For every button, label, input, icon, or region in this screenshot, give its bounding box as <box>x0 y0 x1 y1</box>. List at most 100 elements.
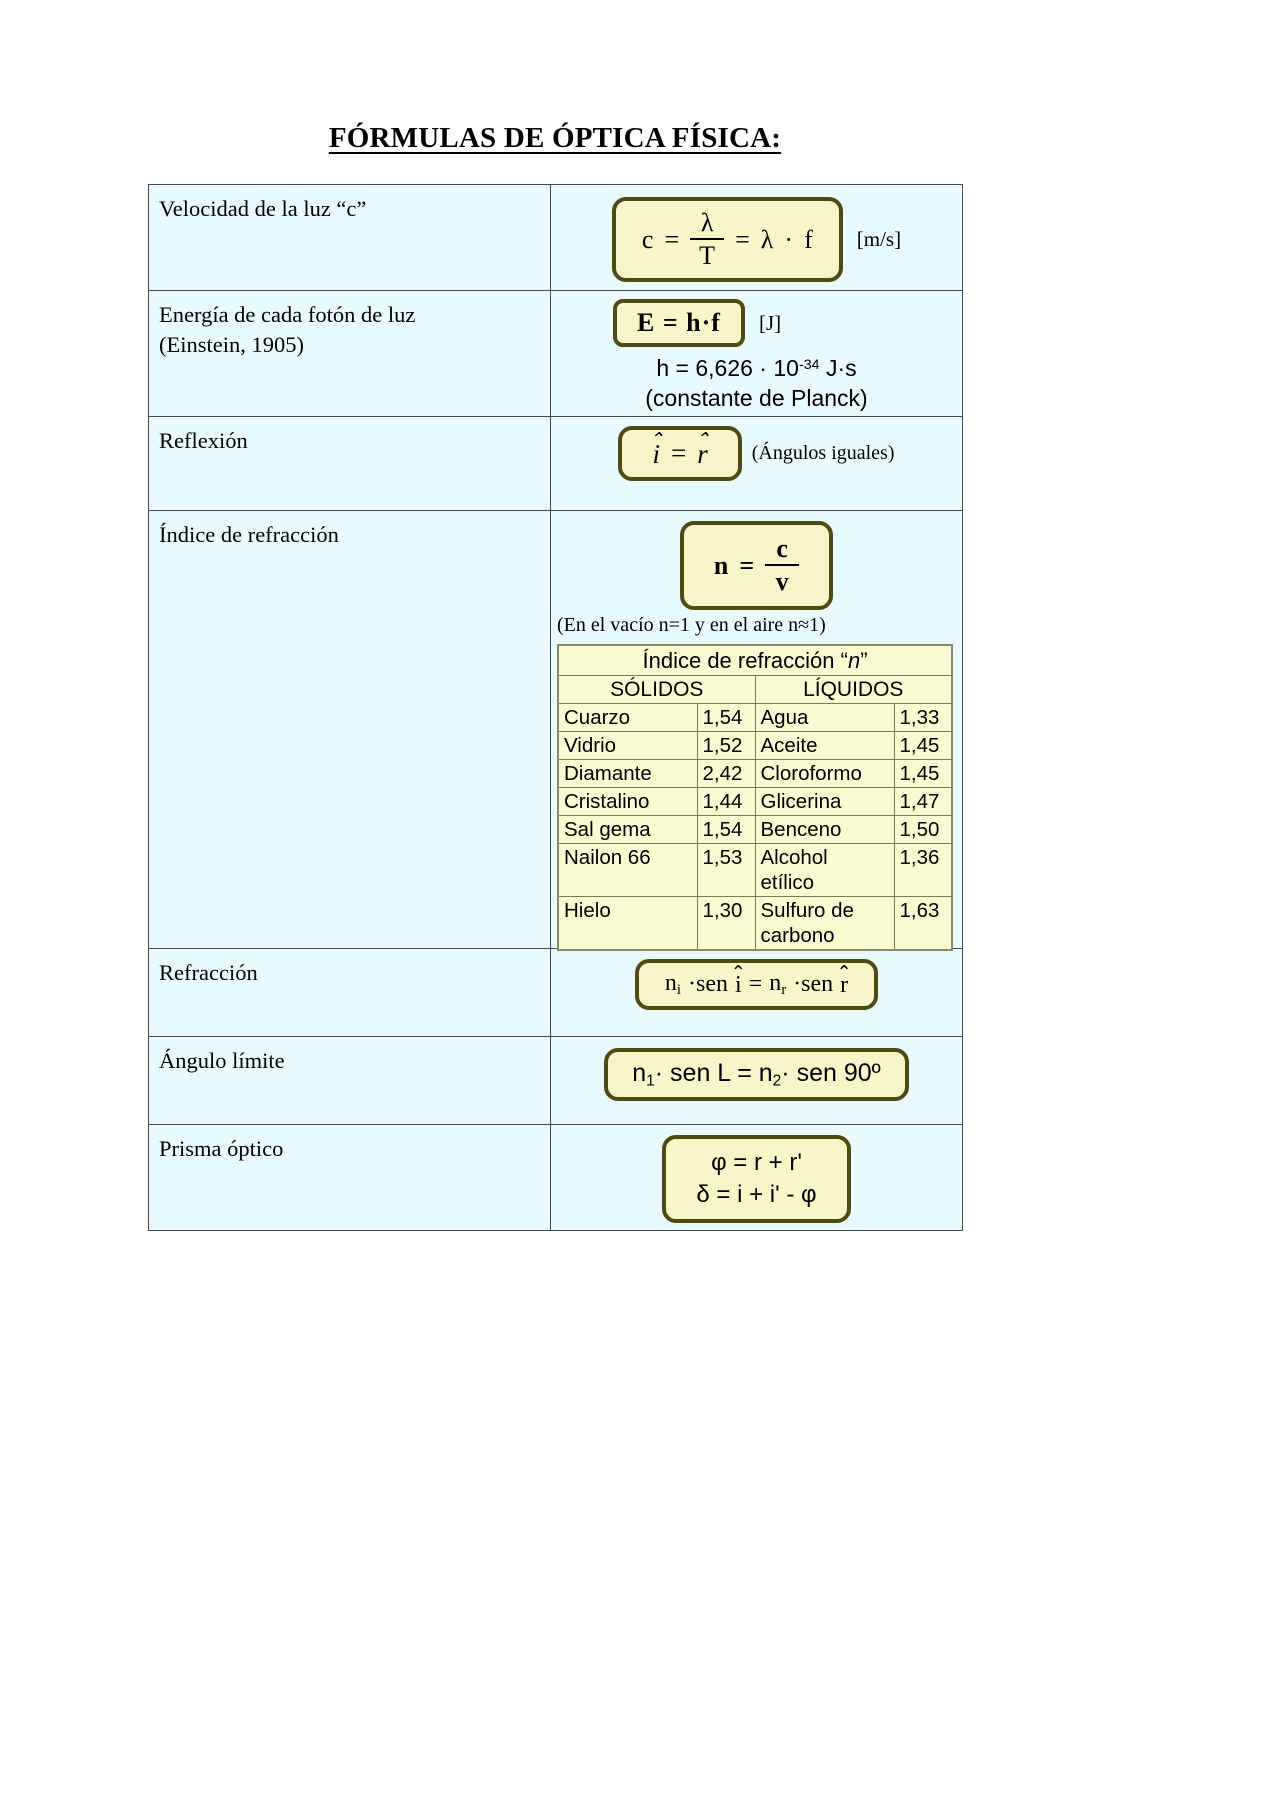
row-formula-cell-reflexion: ⌃ i = ⌃ r (Ángulos <box>550 416 963 511</box>
formula-refraccion-angle-r: ⌃ r <box>837 963 852 999</box>
fraction-bar <box>765 564 800 566</box>
row-formula-cell-angulo: n1· sen L = n2· sen 90º <box>550 1036 963 1125</box>
refraction-title-prefix: Índice de refracción “ <box>642 648 848 673</box>
formula-velocidad-dot: · <box>784 224 794 254</box>
formula-refraccion-sen1: ·sen <box>687 971 728 998</box>
formula-refraccion-nr: nr <box>769 970 786 999</box>
formula-velocidad-eq2: = <box>735 224 750 254</box>
table-row: Sal gema 1,54 Benceno 1,50 <box>557 815 953 844</box>
formula-angulo-sub2: 2 <box>772 1072 782 1090</box>
table-row: Hielo 1,30 Sulfuro de carbono 1,63 <box>557 896 953 951</box>
table-row: Energía de cada fotón de luz (Einstein, … <box>148 290 963 417</box>
row-formula-cell-velocidad: c = λ T = λ · <box>550 184 963 291</box>
refraction-table-title-row: Índice de refracción “n” <box>557 644 953 676</box>
unit-energia: [J] <box>758 310 782 335</box>
label-reflexion: Reflexión <box>159 428 248 453</box>
formula-box-velocidad: c = λ T = λ · <box>611 197 843 282</box>
table-row: Ángulo límite n1· sen L = n2· sen 90º <box>148 1036 963 1125</box>
formula-velocidad-lhs: c <box>641 224 654 254</box>
row-label-cell-prisma: Prisma óptico <box>148 1124 551 1231</box>
formula-velocidad-numerator: λ <box>700 208 714 237</box>
solid-index: 2,42 <box>696 759 756 788</box>
formula-box-reflexion: ⌃ i = ⌃ r <box>618 426 742 481</box>
formula-indice-fraction: c v <box>765 534 800 596</box>
formula-refraccion-angle-i: ⌃ i <box>731 963 746 999</box>
formula-indice-eq: = <box>739 550 755 580</box>
label-energia: Energía de cada fotón de luz (Einstein, … <box>159 302 416 357</box>
row-formula-cell-indice: n = c v (En el vacío n=1 y <box>550 510 963 951</box>
formula-prisma-line1: φ = r + r' <box>711 1149 802 1176</box>
formula-velocidad-f: f <box>804 224 813 254</box>
table-row: Vidrio 1,52 Aceite 1,45 <box>557 731 953 760</box>
liquid-name: Glicerina <box>754 787 895 816</box>
group-header-solids: SÓLIDOS <box>557 675 756 704</box>
fraction-bar <box>690 238 725 240</box>
formula-energia: E = h·f <box>637 308 721 337</box>
row-label-cell-reflexion: Reflexión <box>148 416 551 511</box>
liquid-name: Sulfuro de carbono <box>754 896 895 951</box>
page-title: FÓRMULAS DE ÓPTICA FÍSICA: <box>328 122 782 154</box>
solid-name: Cristalino <box>557 787 698 816</box>
formula-refraccion-sen2: ·sen <box>793 971 834 998</box>
formula-velocidad-fraction: λ T <box>690 208 725 270</box>
formula-refraccion-n1-sub: i <box>676 982 681 999</box>
formula-angulo-post: · sen 90º <box>781 1059 881 1087</box>
planck-value-part1: h = 6,626 · 10 <box>656 354 799 381</box>
label-refraccion: Refracción <box>159 960 258 985</box>
solid-index: 1,52 <box>696 731 756 760</box>
label-angulo-limite: Ángulo límite <box>159 1048 285 1073</box>
table-row: Índice de refracción n = c <box>148 510 963 951</box>
formula-reflexion-r: r <box>697 439 708 469</box>
row-label-cell-refraccion: Refracción <box>148 948 551 1037</box>
solid-index: 1,44 <box>696 787 756 816</box>
formula-refraccion-ni: ni <box>665 970 681 999</box>
formula-box-prisma: φ = r + r' δ = i + i' - φ <box>662 1135 851 1223</box>
table-row: Diamante 2,42 Cloroformo 1,45 <box>557 759 953 788</box>
formula-angulo-limite: n1· sen L = n2· sen 90º <box>632 1059 881 1090</box>
formula-refraccion-r: r <box>840 972 849 999</box>
unit-velocidad: [m/s] <box>856 227 902 251</box>
formula-velocidad-denominator: T <box>699 241 716 270</box>
formula-reflexion-i: i <box>652 439 660 469</box>
formula-indice-denominator: v <box>775 567 789 596</box>
refraction-table-group-row: SÓLIDOS LÍQUIDOS <box>557 675 953 704</box>
row-formula-cell-energia: E = h·f [J] h = 6,626 · 10-34 J·s (const… <box>550 290 963 417</box>
table-row: Refracción ni ·sen ⌃ i <box>148 948 963 1037</box>
formula-angulo-n1: n <box>632 1059 647 1087</box>
planck-label: (constante de Planck) <box>645 384 868 411</box>
solid-index: 1,53 <box>696 843 756 897</box>
solid-name: Hielo <box>557 896 698 951</box>
note-reflexion: (Ángulos iguales) <box>751 442 895 464</box>
formula-refraccion-i: i <box>734 972 742 999</box>
liquid-name: Agua <box>754 703 895 732</box>
hat-accent: ⌃ <box>836 962 852 983</box>
group-header-liquids: LÍQUIDOS <box>754 675 953 704</box>
formula-indice-numerator: c <box>776 534 788 563</box>
refraction-title-suffix: ” <box>860 648 868 673</box>
liquid-index: 1,63 <box>893 896 953 951</box>
liquid-name: Benceno <box>754 815 895 844</box>
label-prisma: Prisma óptico <box>159 1136 284 1161</box>
formula-indice-n: n <box>713 550 729 580</box>
liquid-name: Cloroformo <box>754 759 895 788</box>
formula-reflexion-angle-i: ⌃ i <box>649 430 664 470</box>
row-label-cell-energia: Energía de cada fotón de luz (Einstein, … <box>148 290 551 417</box>
table-row: Reflexión ⌃ i = <box>148 416 963 511</box>
solid-index: 1,54 <box>696 703 756 732</box>
solid-name: Nailon 66 <box>557 843 698 897</box>
refraction-table-title: Índice de refracción “n” <box>557 644 953 676</box>
refraction-title-symbol: n <box>847 648 861 673</box>
table-row: Prisma óptico φ = r + r' δ = i + i' - φ <box>148 1124 963 1231</box>
formula-reflexion-angle-r: ⌃ r <box>695 430 710 470</box>
liquid-index: 1,50 <box>893 815 953 844</box>
formula-refraccion-eq: = <box>748 971 763 998</box>
formula-angulo-mid: · sen L = n <box>654 1059 773 1087</box>
hat-accent: ⌃ <box>730 962 746 983</box>
note-indice: (En el vacío n=1 y en el aire n≈1) <box>557 614 826 636</box>
hat-accent: ⌃ <box>648 429 664 449</box>
row-label-cell-angulo: Ángulo límite <box>148 1036 551 1125</box>
liquid-name: Alcohol etílico <box>754 843 895 897</box>
row-label-cell-velocidad: Velocidad de la luz “c” <box>148 184 551 291</box>
liquid-index: 1,47 <box>893 787 953 816</box>
